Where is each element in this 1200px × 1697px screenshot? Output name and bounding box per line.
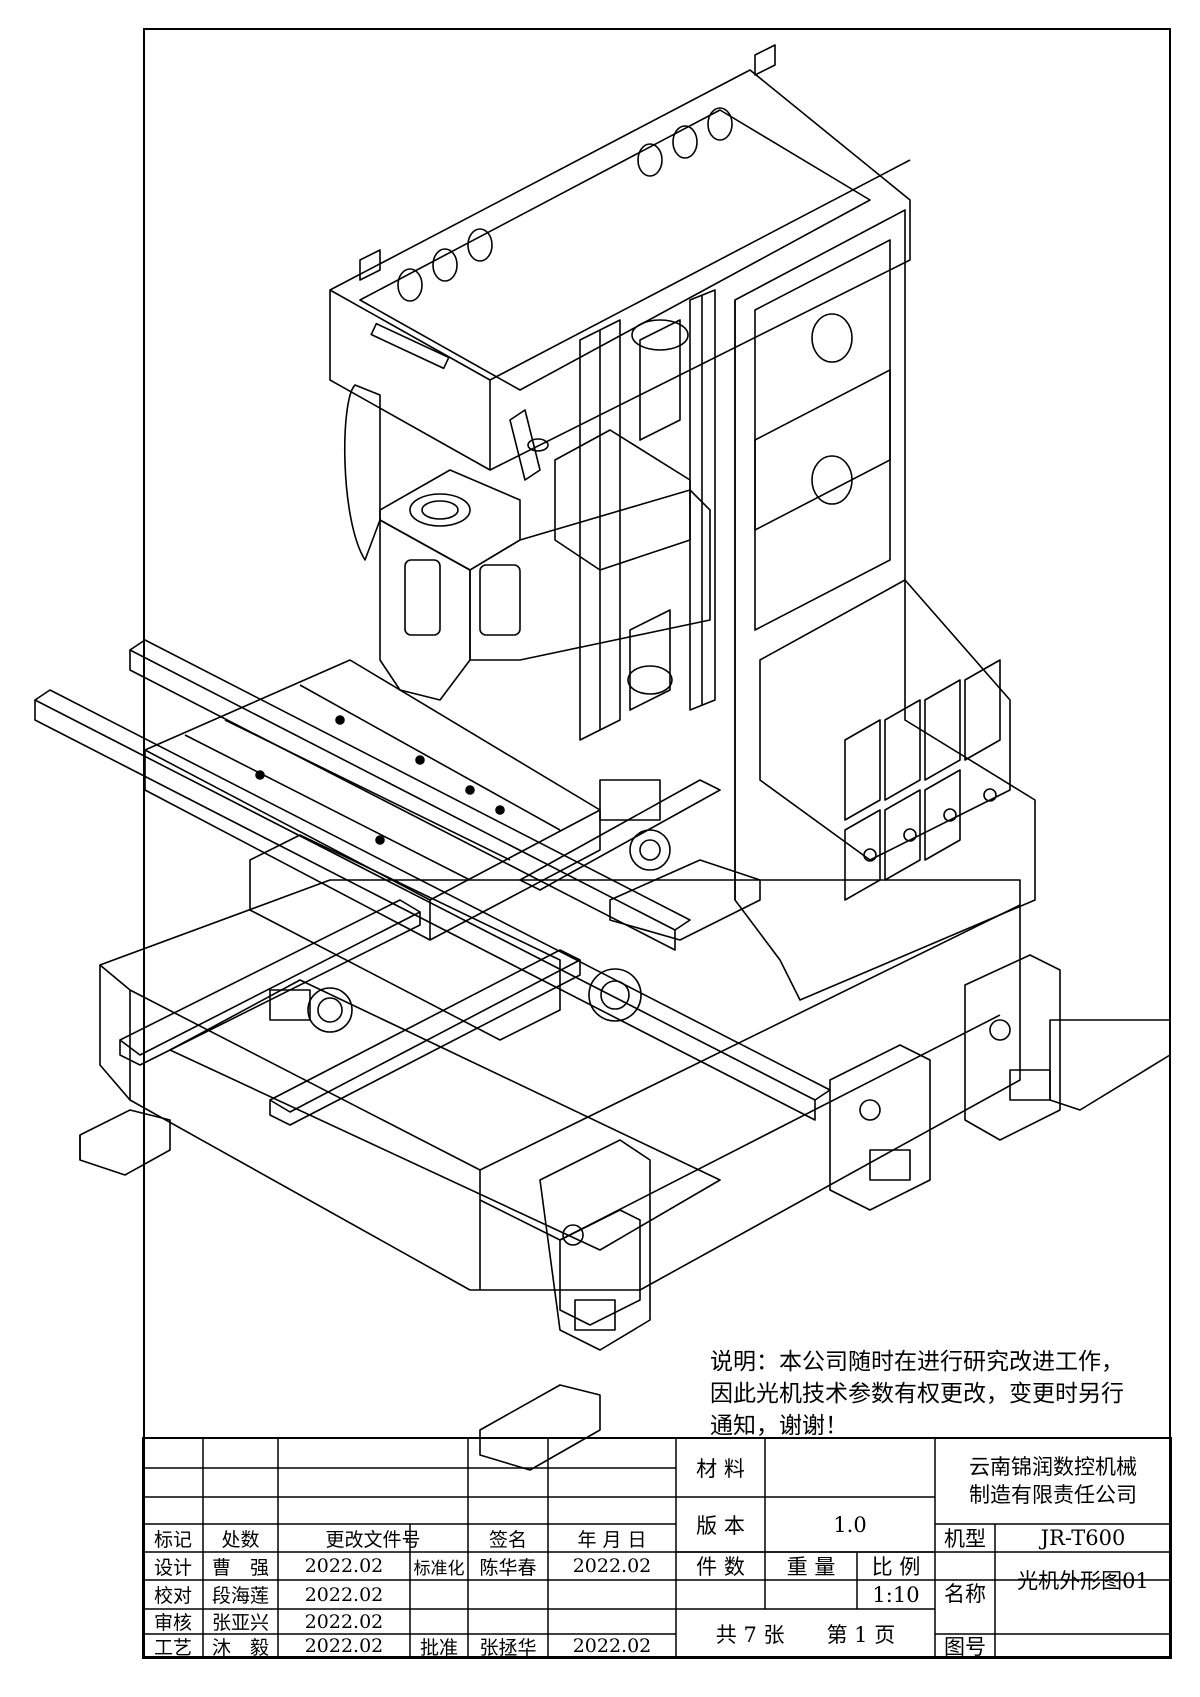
saddle-and-y-rails bbox=[119, 779, 761, 1126]
date-design: 2022.02 bbox=[304, 1555, 384, 1577]
model-label: 机型 bbox=[944, 1527, 986, 1551]
approval-date: 2022.02 bbox=[572, 1635, 652, 1657]
machine-base bbox=[99, 879, 1061, 1351]
company-name-line-1: 云南锦润数控机械 bbox=[969, 1455, 1137, 1479]
date-process: 2022.02 bbox=[304, 1635, 384, 1657]
standardization-date: 2022.02 bbox=[572, 1555, 652, 1577]
model-value: JR-T600 bbox=[1040, 1526, 1126, 1550]
worktable bbox=[144, 659, 601, 941]
name-process: 沐 毅 bbox=[211, 1636, 269, 1659]
column-cover bbox=[343, 384, 381, 561]
role-review: 审核 bbox=[153, 1612, 192, 1634]
standardization-label: 标准化 bbox=[413, 1558, 465, 1579]
header-count: 处数 bbox=[221, 1528, 260, 1551]
standardization-name: 陈华春 bbox=[479, 1556, 537, 1579]
drawing-name-value: 光机外形图01 bbox=[1017, 1569, 1149, 1593]
machine-column bbox=[734, 209, 1036, 1001]
column-top-frame bbox=[329, 44, 911, 471]
header-signature: 签名 bbox=[488, 1528, 527, 1551]
role-design: 设计 bbox=[153, 1556, 192, 1579]
name-design: 曹 强 bbox=[211, 1556, 269, 1579]
header-date: 年 月 日 bbox=[577, 1528, 647, 1551]
sheet-count: 共 7 张 第 1 页 bbox=[715, 1622, 896, 1647]
drawing-number-label: 图号 bbox=[944, 1635, 986, 1659]
material-label: 材 料 bbox=[696, 1456, 745, 1481]
weight-label: 重 量 bbox=[786, 1555, 836, 1579]
version-label: 版 本 bbox=[696, 1513, 745, 1538]
date-check: 2022.02 bbox=[304, 1583, 384, 1606]
name-check: 段海莲 bbox=[211, 1585, 269, 1607]
scale-value: 1:10 bbox=[872, 1582, 920, 1607]
company-name-line-2: 制造有限责任公司 bbox=[969, 1483, 1137, 1507]
notice-line-2: 因此光机技术参数有权更改，变更时另行 bbox=[710, 1381, 1124, 1407]
header-mark: 标记 bbox=[153, 1528, 192, 1551]
role-process: 工艺 bbox=[153, 1636, 192, 1659]
date-review: 2022.02 bbox=[304, 1610, 384, 1633]
notice-line-3: 通知，谢谢！ bbox=[710, 1413, 848, 1439]
notice-line-1: 说明：本公司随时在进行研究改进工作， bbox=[710, 1349, 1124, 1375]
role-check: 校对 bbox=[153, 1585, 192, 1607]
notice-text: 说明：本公司随时在进行研究改进工作， 因此光机技术参数有权更改，变更时另行 通知… bbox=[710, 1346, 1124, 1442]
version-value: 1.0 bbox=[833, 1512, 867, 1537]
drawing-name-label: 名称 bbox=[944, 1582, 986, 1606]
header-change-doc: 更改文件号 bbox=[325, 1528, 421, 1551]
approval-label: 批准 bbox=[419, 1636, 458, 1659]
approval-name: 张拯华 bbox=[479, 1636, 537, 1659]
spindle-head bbox=[379, 409, 711, 711]
x-axis-rails bbox=[34, 639, 831, 1121]
z-axis-column-guides bbox=[579, 289, 716, 741]
pieces-label: 件 数 bbox=[696, 1555, 745, 1579]
scale-label: 比 例 bbox=[871, 1555, 921, 1579]
company-name: 云南锦润数控机械 制造有限责任公司 bbox=[935, 1438, 1171, 1524]
name-review: 张亚兴 bbox=[211, 1612, 269, 1634]
